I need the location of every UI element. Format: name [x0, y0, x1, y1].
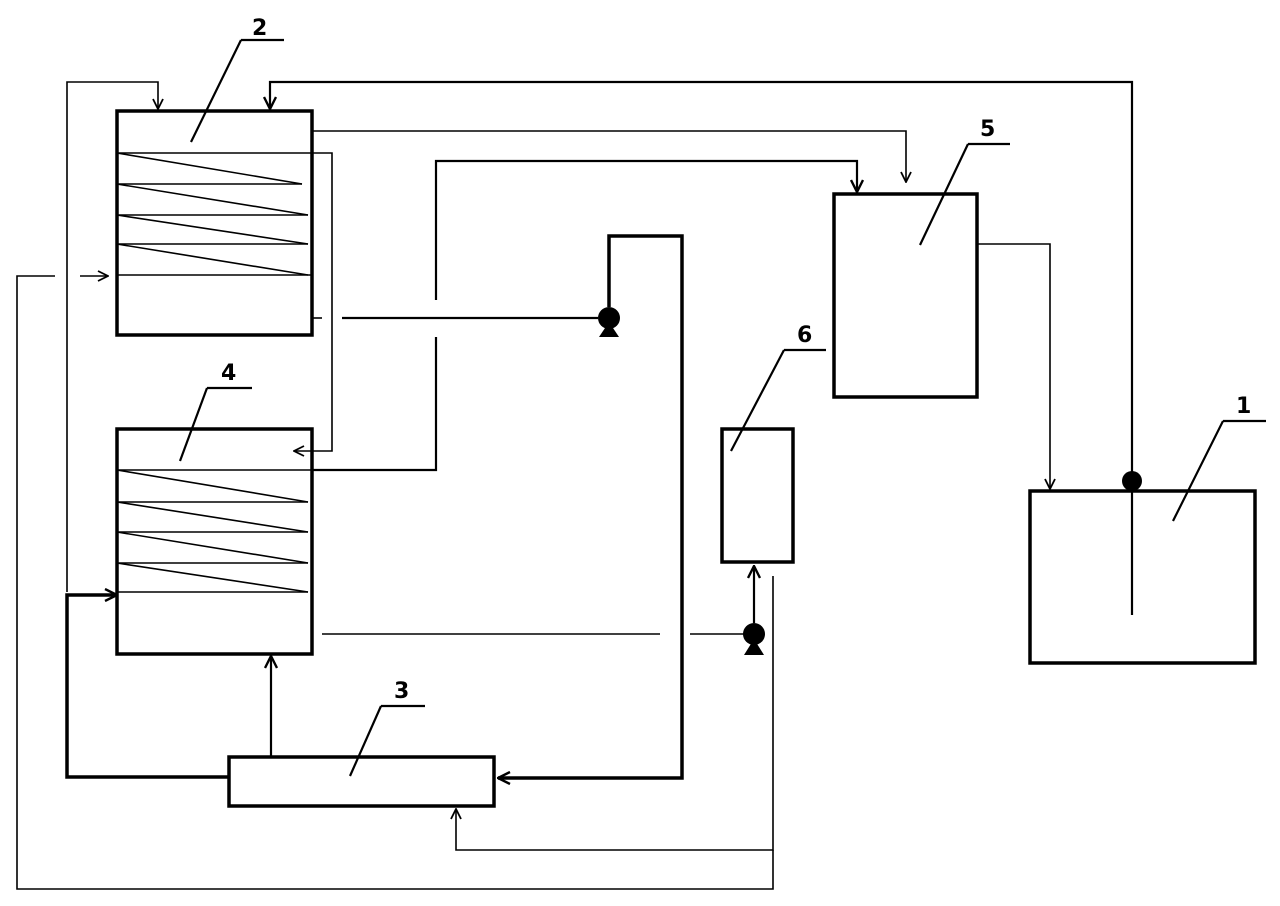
unit-3-box	[227, 755, 496, 808]
svg-text:4: 4	[221, 361, 236, 386]
pump-1-icon	[598, 307, 620, 337]
pump-2-icon	[743, 623, 765, 655]
pipe-tank1-to-unit2	[270, 80, 1134, 478]
pipe-unit2-to-unit5	[312, 130, 906, 182]
pipe-unit6-to-unit3	[456, 576, 774, 851]
unit-1-box	[1028, 489, 1257, 665]
svg-text:2: 2	[252, 16, 267, 41]
label-unit-2: 2	[190, 16, 284, 143]
pipe-unit2-to-unit4	[294, 152, 333, 451]
pipe-unit6-to-unit2-coil	[16, 275, 774, 890]
unit-2-box	[115, 109, 314, 337]
svg-text:3: 3	[394, 679, 409, 704]
label-unit-5: 5	[919, 117, 1010, 246]
unit-4-box	[115, 427, 314, 656]
pipe-left-loop-to-unit2	[66, 81, 158, 592]
label-unit-6: 6	[730, 323, 826, 452]
pipe-unit3-to-unit4-coil	[65, 595, 229, 779]
pipe-pump-1-to-unit3	[498, 234, 684, 778]
pipe-unit5-to-tank1	[977, 243, 1050, 489]
label-unit-4: 4	[178, 361, 252, 462]
unit-5-box	[832, 192, 979, 399]
unit-6-box	[720, 427, 795, 564]
svg-text:5: 5	[980, 117, 995, 142]
pipe-unit4-to-unit5	[312, 337, 438, 472]
tank-1-pump-icon	[1122, 471, 1142, 491]
svg-text:1: 1	[1236, 394, 1251, 419]
unit-2-coil	[116, 152, 312, 276]
unit-4-coil	[116, 469, 312, 593]
svg-text:6: 6	[797, 323, 812, 348]
label-unit-3: 3	[348, 679, 425, 777]
label-unit-1: 1	[1172, 394, 1266, 522]
